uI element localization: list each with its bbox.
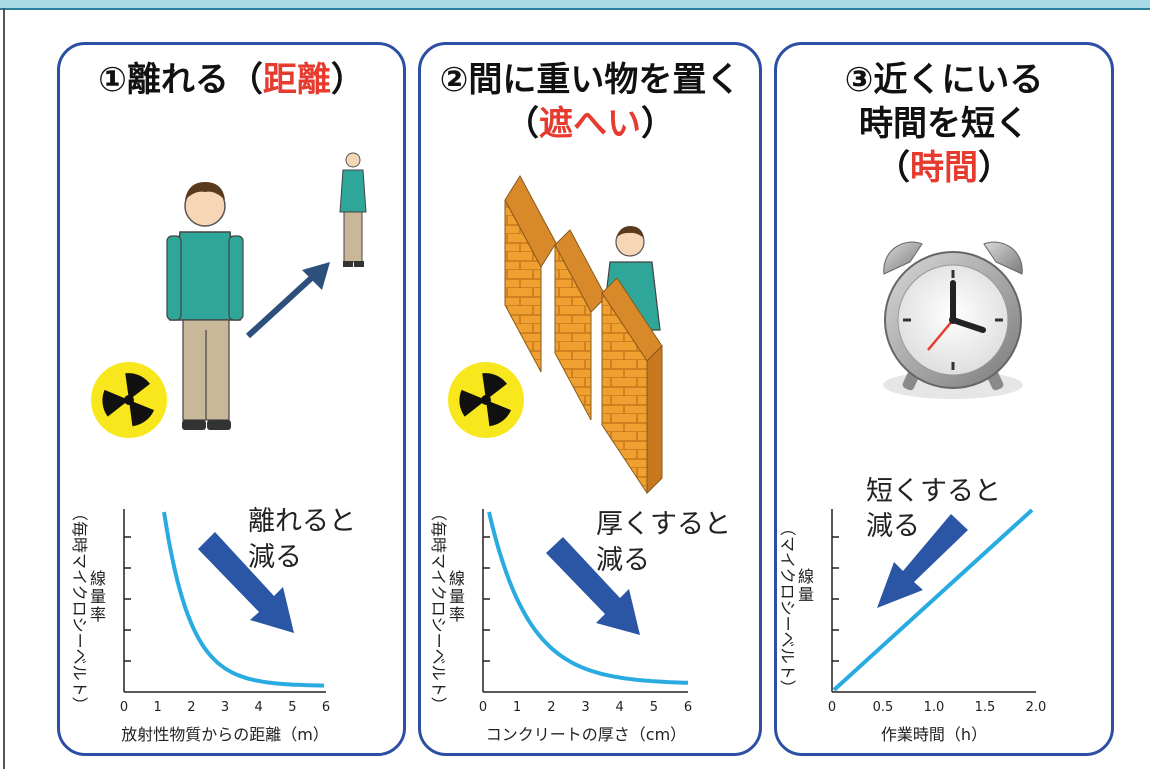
x-tick-label: 5 (288, 700, 296, 715)
distance-note-line1: 離れると (248, 506, 356, 537)
x-tick-label: 1 (513, 700, 521, 715)
ylabel-char: 線 (449, 569, 465, 588)
panel-distance-title: ①離れる（距離） (60, 59, 403, 101)
x-tick-label: 0.5 (873, 700, 894, 715)
title-text: ①離れる（ (98, 60, 263, 100)
time-graph (831, 508, 1036, 693)
shielding-ylabel-unit: （毎時マイクロシーベルト） (429, 505, 448, 713)
x-tick-label: 4 (255, 700, 263, 715)
shielding-decay-curve (487, 511, 689, 685)
x-tick-label: 1 (154, 700, 162, 715)
x-tick-label: 4 (616, 700, 624, 715)
shielding-xlabel: コンクリートの厚さ（cm） (486, 725, 686, 744)
panel-time-title-line1: ③近くにいる (844, 60, 1044, 100)
alarm-clock-icon (883, 241, 1023, 399)
distance-graph (123, 509, 326, 693)
panel-shielding-title-line1: ②間に重い物を置く (439, 60, 741, 100)
x-tick-label: 2 (187, 700, 195, 715)
distance-decrease-arrow-icon (198, 532, 294, 633)
time-note-line2: 減る (866, 511, 920, 542)
distance-x-ticks: 0 1 2 3 4 5 6 (120, 700, 330, 715)
time-x-ticks: 0 0.5 1.0 1.5 2.0 (828, 700, 1046, 715)
time-decrease-arrow-icon (877, 514, 968, 608)
time-xlabel: 作業時間（h） (881, 725, 987, 744)
time-ylabel-unit: （マイクロシーベルト） (778, 520, 797, 696)
worker-near-icon (166, 182, 244, 430)
ylabel-char: 線 (90, 569, 106, 588)
title-accent: 時間 (910, 148, 978, 188)
x-tick-label: 5 (650, 700, 658, 715)
title-accent: 遮へい (539, 104, 641, 144)
time-ylabel-main: 線量 (798, 567, 814, 604)
x-tick-label: 3 (581, 700, 589, 715)
title-text: （ (505, 104, 539, 144)
x-tick-label: 1.0 (924, 700, 945, 715)
x-tick-label: 6 (322, 700, 330, 715)
shielding-x-ticks: 0 1 2 3 4 5 6 (479, 700, 692, 715)
ylabel-char: 線 (798, 567, 814, 586)
top-banner-strip (0, 0, 1150, 8)
worker-far-icon (339, 152, 367, 267)
distance-ylabel-unit: （毎時マイクロシーベルト） (70, 505, 89, 713)
distance-decay-curve (162, 511, 325, 688)
title-text-end: ） (641, 104, 675, 144)
ylabel-char: 量 (449, 587, 465, 606)
title-accent: 距離 (262, 60, 331, 100)
distance-xlabel: 放射性物質からの距離（m） (121, 725, 329, 744)
x-tick-label: 2.0 (1026, 700, 1047, 715)
radiation-symbol-1-icon (91, 362, 167, 438)
panel-time: ③近くにいる 時間を短く （時間） (774, 42, 1114, 756)
ylabel-char: 量 (90, 587, 106, 606)
title-text: （ (876, 148, 910, 188)
distance-note-line2: 減る (248, 542, 302, 573)
x-tick-label: 1.5 (975, 700, 996, 715)
ylabel-char: 率 (449, 605, 465, 624)
page-left-border (3, 8, 5, 769)
shielding-graph (482, 509, 689, 693)
panel-time-title-line3: （時間） (777, 147, 1111, 189)
x-tick-label: 6 (684, 700, 692, 715)
top-banner-border (0, 8, 1150, 10)
brick-wall-icon (504, 175, 663, 495)
x-tick-label: 0 (120, 700, 128, 715)
distance-arrow-icon (245, 262, 330, 339)
shielding-decrease-arrow-icon (546, 537, 640, 635)
ylabel-char: 量 (798, 585, 814, 604)
time-dose-line (832, 508, 1034, 692)
shielding-note-line2: 減る (596, 545, 650, 576)
shielding-note-line1: 厚くすると (596, 509, 731, 540)
radiation-symbol-2-icon (448, 362, 524, 438)
distance-ylabel-main: 線量率 (90, 569, 106, 624)
shielding-ylabel-main: 線量率 (449, 569, 465, 624)
panel-time-title-line2: 時間を短く (859, 104, 1029, 144)
x-tick-label: 0 (828, 700, 836, 715)
x-tick-label: 3 (221, 700, 229, 715)
title-text-end: ） (978, 148, 1012, 188)
title-text-end: ） (330, 60, 365, 100)
time-note-line1: 短くすると (866, 476, 1001, 507)
x-tick-label: 0 (479, 700, 487, 715)
ylabel-char: 率 (90, 605, 106, 624)
panel-shielding-title-line2: （遮へい） (421, 103, 759, 145)
x-tick-label: 2 (547, 700, 555, 715)
